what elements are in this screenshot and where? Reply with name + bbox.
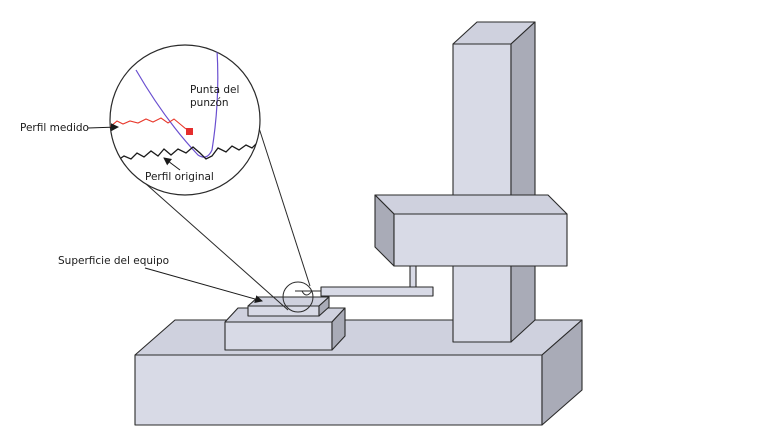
label-perfil-medido: Perfil medido [20,122,89,134]
arm-carrier [374,194,568,267]
label-perfil-original: Perfil original [145,171,214,183]
arrow-perfil-original [163,157,181,171]
sample-piece [247,296,330,317]
label-punta-line2: punzón [190,97,229,109]
stylus-marker [186,128,193,135]
probe-arm [295,265,434,297]
arrow-perfil-medido [87,123,119,132]
projection-line-left [127,167,289,311]
measured-profile-line [110,117,187,130]
label-superficie: Superficie del equipo [58,255,169,267]
magnifier [109,44,261,196]
label-punta-line1: Punta del [190,84,239,96]
stylus-tip-path [135,49,219,158]
original-profile-line [117,141,259,161]
zoom-point-circle [282,281,314,313]
arrow-superficie [144,267,263,303]
vertical-column [452,21,536,343]
projection-line-right [258,127,311,287]
